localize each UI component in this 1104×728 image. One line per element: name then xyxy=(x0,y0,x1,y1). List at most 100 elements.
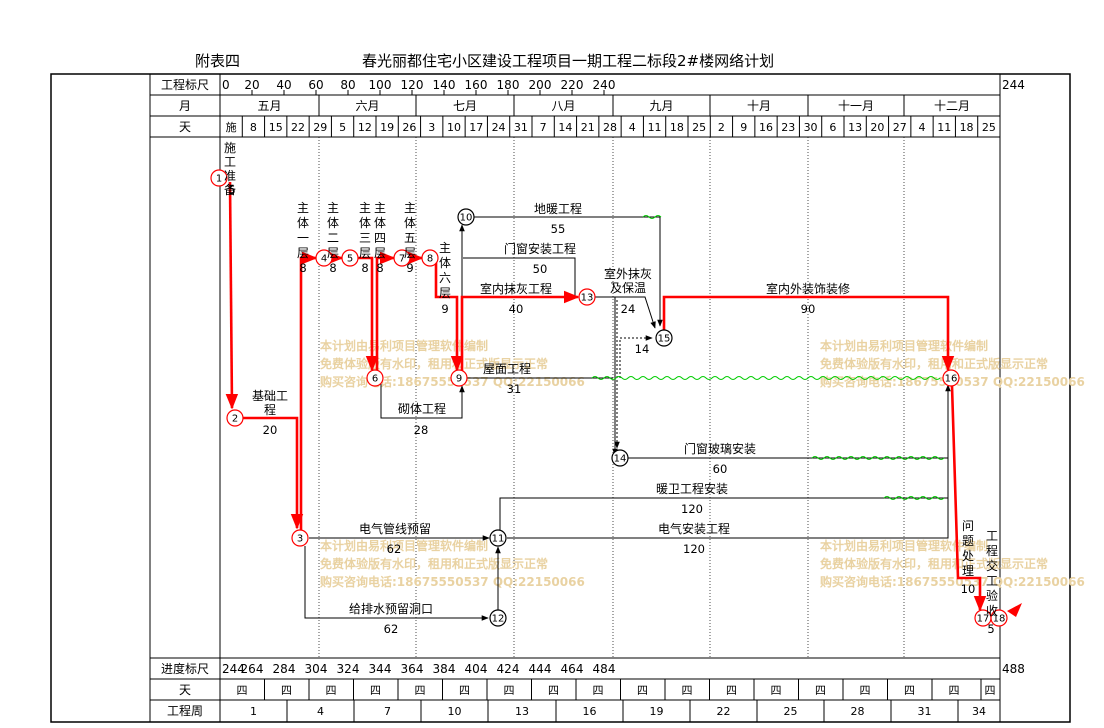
task-floor3-char: 主 xyxy=(359,201,371,215)
node-18: 18 xyxy=(990,609,1008,627)
node-13: 13 xyxy=(578,288,596,306)
week-label: 19 xyxy=(650,705,664,718)
month-label: 十月 xyxy=(747,99,771,113)
month-label: 七月 xyxy=(453,99,477,113)
task-duration: 31 xyxy=(507,382,522,396)
critical-3-4 xyxy=(299,251,318,530)
node-circle xyxy=(226,409,244,427)
task-floor5-char: 体 xyxy=(404,216,416,230)
task-handover-char: 验 xyxy=(986,588,998,603)
task-issues-char: 理 xyxy=(962,564,974,578)
task-floor5-char: 五 xyxy=(404,231,416,245)
weekday-label: 四 xyxy=(281,684,292,697)
scale-tick-label: 120 xyxy=(401,78,424,92)
weekday-row: 四四四四四四四四四四四四四四四四四四 xyxy=(237,679,996,700)
scale-tick-label: 180 xyxy=(497,78,520,92)
task-floor6-char: 体 xyxy=(439,256,451,270)
week-row-label: 工程周 xyxy=(167,703,203,718)
day-label: 14 xyxy=(558,121,572,134)
task-glass: 门窗玻璃安装 xyxy=(684,441,756,456)
node-circle xyxy=(366,369,384,387)
appendix-label: 附表四 xyxy=(195,52,240,70)
day-row-label: 天 xyxy=(179,120,191,134)
task-floor1-char: 一 xyxy=(297,231,309,245)
day-label: 31 xyxy=(514,121,528,134)
task-issues-char: 处 xyxy=(962,549,974,563)
scale-tick-label: 60 xyxy=(308,78,323,92)
node-number: 3 xyxy=(297,534,303,545)
task-duration: 55 xyxy=(551,222,566,236)
task-duration: 90 xyxy=(801,302,816,316)
task-floor2-char: 层 xyxy=(327,246,339,260)
task-roof: 屋面工程 xyxy=(483,361,531,376)
task-duration: 9 xyxy=(441,302,448,316)
node-3: 3 xyxy=(291,529,309,547)
task-label-layer: 施工准备5基础工程20主体一层8主体二层8主体三层8主体四层8主体五层9主体六层… xyxy=(224,141,998,636)
arrow-11-16-plumbing xyxy=(499,497,948,530)
day-label: 11 xyxy=(648,121,662,134)
task-floor1-char: 层 xyxy=(297,246,309,260)
arrow-13-15-outdoor xyxy=(596,296,656,329)
weekday-label: 四 xyxy=(459,684,470,697)
critical-1-2 xyxy=(225,181,239,410)
dummy-14-15 xyxy=(619,335,653,378)
task-prep-char: 施 xyxy=(224,141,236,155)
node-circle xyxy=(210,169,228,187)
task-prep-char: 准 xyxy=(224,169,236,183)
progress-tick-label: 424 xyxy=(497,662,520,676)
node-9: 9 xyxy=(450,369,468,387)
watermark-line: 购买咨询电话:18675550537 QQ:22150066 xyxy=(320,574,585,589)
task-facade: 室内外装饰装修 xyxy=(766,281,850,296)
weekday-label: 四 xyxy=(985,684,996,697)
progress-tick-label: 344 xyxy=(369,662,392,676)
task-floor-heating: 地暖工程 xyxy=(534,201,582,216)
task-foundation-2: 程 xyxy=(264,402,276,417)
week-label: 4 xyxy=(317,705,324,718)
node-circle xyxy=(315,249,333,267)
node-circle xyxy=(611,449,629,467)
task-floor4-char: 体 xyxy=(374,216,386,230)
day-label: 10 xyxy=(447,121,461,134)
task-floor6-char: 六 xyxy=(439,271,451,285)
node-12: 12 xyxy=(489,609,507,627)
task-duration: 14 xyxy=(635,342,650,356)
task-duration: 9 xyxy=(406,261,413,275)
day-label: 20 xyxy=(870,121,884,134)
watermark-line: 免费体验版有水印，租用和正式版显示正常 xyxy=(820,356,1048,371)
day-label: 27 xyxy=(893,121,907,134)
task-floor5-char: 主 xyxy=(404,201,416,215)
day-label: 23 xyxy=(781,121,795,134)
node-number: 4 xyxy=(321,254,327,265)
node-8: 8 xyxy=(421,249,439,267)
weekday-label: 四 xyxy=(904,684,915,697)
watermark-line: 免费体验版有水印，租用和正式版显示正常 xyxy=(820,556,1048,571)
node-number: 14 xyxy=(614,454,627,465)
month-label: 六月 xyxy=(355,99,379,113)
node-circle xyxy=(489,609,507,627)
task-handover-char: 收 xyxy=(986,604,998,618)
task-electric: 电气安装工程 xyxy=(658,521,730,536)
node-circle xyxy=(291,529,309,547)
weekday-row-label: 天 xyxy=(179,683,191,697)
critical-16-17 xyxy=(950,385,987,612)
day-label: 7 xyxy=(540,121,547,134)
month-label: 十一月 xyxy=(838,99,874,113)
progress-tick-label: 384 xyxy=(433,662,456,676)
weekday-label: 四 xyxy=(326,684,337,697)
scale-row-label: 工程标尺 xyxy=(161,77,209,92)
task-outdoor-plaster: 室外抹灰 xyxy=(604,266,652,281)
task-masonry: 砌体工程 xyxy=(398,401,446,416)
task-duration: 5 xyxy=(987,622,994,636)
progress-tick-label: 284 xyxy=(273,662,296,676)
task-floor3-char: 体 xyxy=(359,216,371,230)
watermark-line: 免费体验版有水印，租用和正式版显示正常 xyxy=(320,556,548,571)
scale-tick-label: 200 xyxy=(529,78,552,92)
task-floor4-char: 层 xyxy=(374,246,386,260)
progress-tick-label: 264 xyxy=(241,662,264,676)
task-duration: 5 xyxy=(228,183,235,197)
day-label: 17 xyxy=(469,121,483,134)
scale-tick-label: 240 xyxy=(593,78,616,92)
